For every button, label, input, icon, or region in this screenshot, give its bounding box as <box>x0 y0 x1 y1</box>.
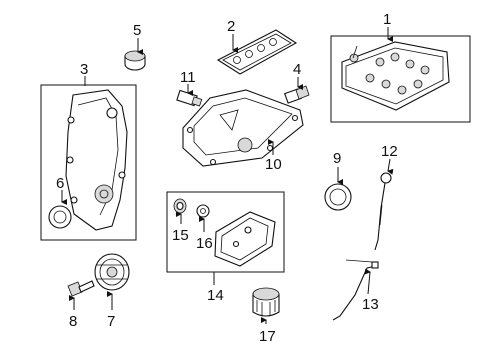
callout-17: 17 <box>259 328 276 345</box>
callout-7: 7 <box>107 313 115 330</box>
group-box-oil-pan-lower <box>166 191 285 273</box>
oil-filter-part <box>252 287 280 317</box>
callout-14: 14 <box>207 287 224 304</box>
lower-oil-pan-part <box>214 211 276 267</box>
callout-13: 13 <box>362 296 379 313</box>
group-box-valve-cover <box>330 35 471 123</box>
front-seal-part <box>48 205 72 229</box>
oil-dipstick-part <box>374 172 392 251</box>
callout-16: 16 <box>196 235 213 252</box>
oil-seal-part <box>324 183 352 211</box>
callout-15: 15 <box>172 227 189 244</box>
callout-9: 9 <box>333 150 341 167</box>
drain-plug-part <box>173 198 187 214</box>
sensor-part <box>284 85 310 104</box>
callout-4: 4 <box>293 61 301 78</box>
timing-cover-part <box>65 89 128 231</box>
callout-3: 3 <box>80 61 88 78</box>
oil-pressure-switch-part <box>176 89 203 107</box>
callout-11: 11 <box>180 69 196 86</box>
oil-filler-cap-part <box>124 50 146 71</box>
valve-cover-part <box>341 41 450 111</box>
group-box-timing-cover <box>40 84 137 241</box>
callout-1: 1 <box>383 11 391 28</box>
valve-cover-gasket-part <box>216 29 298 75</box>
callout-5: 5 <box>133 22 141 39</box>
pulley-bolt-part <box>67 280 95 297</box>
drain-plug-washer-part <box>196 204 210 218</box>
dipstick-tube-part <box>332 259 379 321</box>
callout-10: 10 <box>265 156 282 173</box>
crankshaft-pulley-part <box>94 253 130 291</box>
callout-12: 12 <box>381 143 398 160</box>
callout-8: 8 <box>69 313 77 330</box>
callout-6: 6 <box>56 175 64 192</box>
callout-2: 2 <box>227 18 235 35</box>
